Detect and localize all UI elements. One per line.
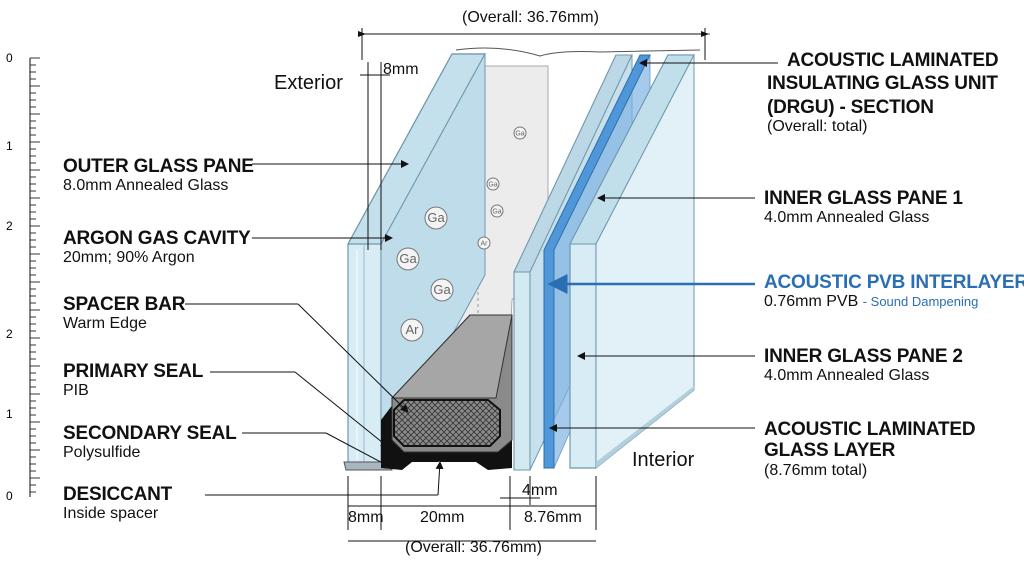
label-inner-glass-pane-2: INNER GLASS PANE 2 4.0mm Annealed Glass [764,346,963,385]
label-inner-glass-pane-1: INNER GLASS PANE 1 4.0mm Annealed Glass [764,188,963,227]
gas-bubble-label: Ga [488,181,497,188]
dim-8mm-top-lines [360,62,390,250]
title-sub: (Overall: total) [767,117,868,135]
overall-top-label: (Overall: 36.76mm) [462,9,599,26]
label-heading: ACOUSTIC PVB INTERLAYER [764,272,1024,293]
label-detail: Inside spacer [63,505,159,523]
gas-bubble: Ga [396,247,420,271]
exterior-label: Exterior [274,72,343,94]
label-outer-glass-pane: OUTER GLASS PANE 8.0mm Annealed Glass [63,156,254,195]
label-heading: INNER GLASS PANE 1 [764,188,963,209]
ruler-label: 2 [6,219,13,233]
label-heading: DESICCANT [63,484,173,505]
title-line-3: (DRGU) - SECTION [767,96,934,118]
gas-bubble: Ga [430,278,454,302]
side-ruler [29,57,40,497]
label-detail: PIB [63,382,89,400]
label-secondary-seal: SECONDARY SEAL Polysulfide [63,423,237,462]
label-detail: Warm Edge [63,315,147,333]
gas-bubble: Ar [400,318,424,342]
label-acoustic-laminated-glass-layer: ACOUSTIC LAMINATED GLASS LAYER (8.76mm t… [764,419,976,479]
gas-bubble: Ga [486,177,500,191]
right-leaders [547,59,778,432]
ruler-label: 0 [6,51,13,65]
label-primary-seal: PRIMARY SEAL PIB [63,361,203,400]
bottom-dimension-lines [347,476,597,542]
overall-dimension-top [358,28,709,60]
label-desiccant: DESICCANT Inside spacer [63,484,172,523]
dim-8mm-top-label: 8mm [383,61,419,78]
label-heading-1: ACOUSTIC LAMINATED [764,419,976,440]
label-heading: SECONDARY SEAL [63,423,237,444]
gas-bubble-label: Ar [406,322,420,337]
label-heading: ARGON GAS CAVITY [63,228,251,249]
label-detail: Polysulfide [63,444,141,462]
label-spacer-bar: SPACER BAR Warm Edge [63,294,185,333]
interior-label: Interior [632,449,695,471]
label-heading: PRIMARY SEAL [63,361,204,382]
title-line-1: ACOUSTIC LAMINATED [787,50,999,71]
dim-8mm-bottom-label: 8mm [348,509,384,526]
label-heading: INNER GLASS PANE 2 [764,346,963,367]
left-leaders [185,160,444,496]
label-detail: 8.0mm Annealed Glass [63,177,229,195]
gas-bubble-label: Ga [515,130,524,137]
title-line-2: INSULATING GLASS UNIT [767,73,998,95]
label-detail: 0.76mm PVB - Sound Dampening [764,293,1024,311]
dim-876mm-label: 8.76mm [524,509,582,526]
label-detail-main: 0.76mm PVB [764,293,859,311]
label-detail: 20mm; 90% Argon [63,249,195,267]
gas-bubble-label: Ar [481,240,489,247]
desiccant [393,399,501,447]
label-acoustic-pvb-interlayer: ACOUSTIC PVB INTERLAYER 0.76mm PVB - Sou… [764,272,1024,311]
ruler-label: 1 [6,139,13,153]
gas-bubble-label: Ga [399,251,417,266]
gas-bubble-label: Ga [433,282,451,297]
label-heading-2: GLASS LAYER [764,440,896,462]
label-heading: SPACER BAR [63,294,186,315]
gas-bubble-label: Ga [427,210,445,225]
label-heading: OUTER GLASS PANE [63,156,254,177]
label-detail-note: - Sound Dampening [862,294,979,310]
ruler-label: 0 [6,489,13,503]
title-block: ACOUSTIC LAMINATED INSULATING GLASS UNIT… [767,50,999,136]
gas-bubble: Ga [424,206,448,230]
label-detail: 4.0mm Annealed Glass [764,209,930,227]
ruler-label: 2 [6,327,13,341]
label-detail: 4.0mm Annealed Glass [764,367,930,385]
gas-bubble: Ar [477,236,491,250]
label-detail: (8.76mm total) [764,461,868,479]
gas-bubble: Ga [513,126,527,140]
dim-20mm-label: 20mm [420,509,465,526]
gas-bubble-label: Ga [492,208,501,215]
overall-bottom-label: (Overall: 36.76mm) [405,539,542,556]
ruler-label: 1 [6,407,13,421]
gas-bubble: Ga [490,204,504,218]
outer-glass-pane [343,53,487,471]
dim-4mm-label: 4mm [522,482,558,499]
label-argon-gas-cavity: ARGON GAS CAVITY 20mm; 90% Argon [63,228,251,267]
